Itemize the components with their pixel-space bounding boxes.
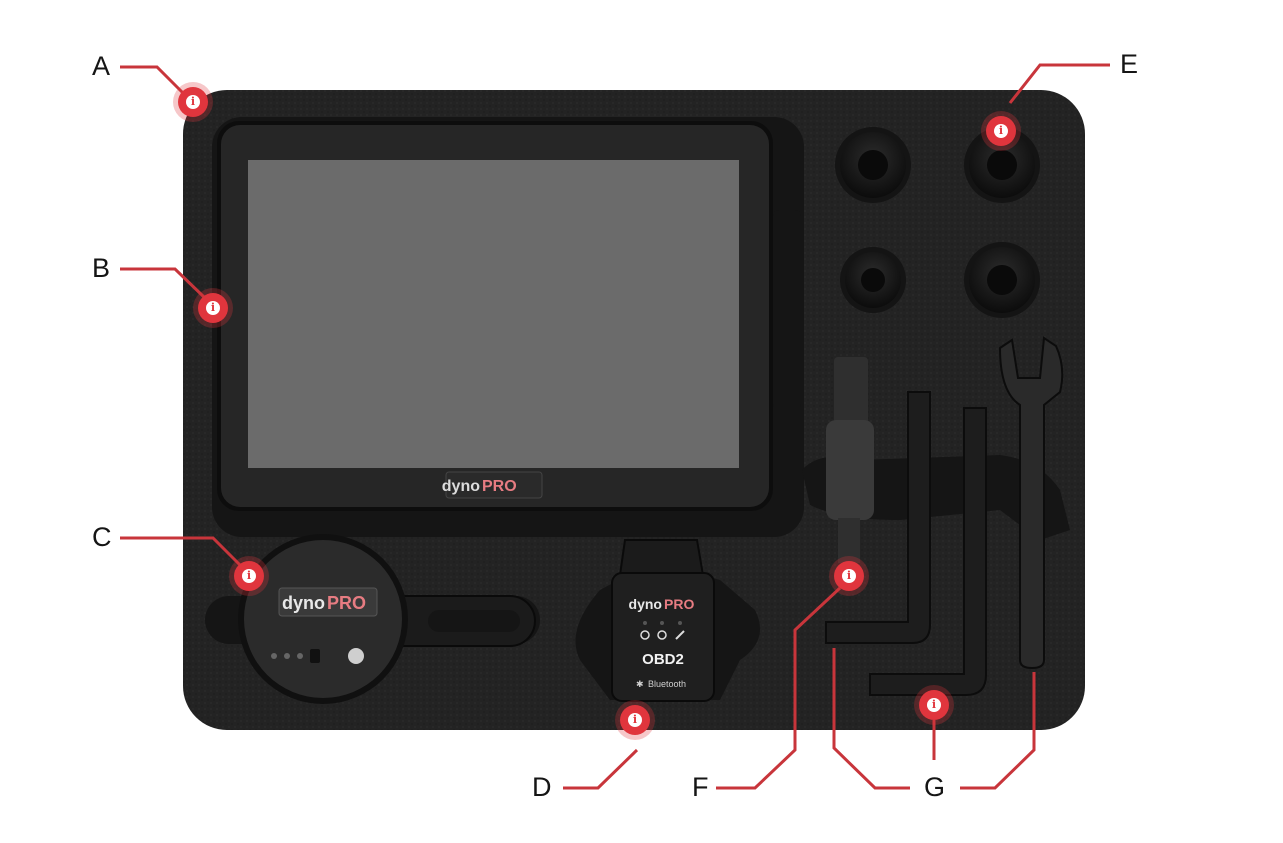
info-icon: i xyxy=(186,95,200,109)
hotspot-f-info-button[interactable]: i xyxy=(834,561,864,591)
hotspot-c-info-button[interactable]: i xyxy=(234,561,264,591)
tablet-brand-dyno: dyno xyxy=(442,478,480,495)
sensor-brand-pro: PRO xyxy=(327,593,366,613)
info-icon: i xyxy=(206,301,220,315)
info-icon: i xyxy=(927,698,941,712)
engine-icon xyxy=(657,630,667,640)
label-b: B xyxy=(92,253,111,283)
info-icon: i xyxy=(842,569,856,583)
label-a: A xyxy=(92,51,111,81)
label-e: E xyxy=(1120,49,1139,79)
obd-bluetooth-label: Bluetooth xyxy=(648,679,686,689)
sensor-module: dyno PRO xyxy=(238,534,536,704)
obd-label: OBD2 xyxy=(642,651,684,668)
hotspot-a-info-button[interactable]: i xyxy=(178,87,208,117)
label-d: D xyxy=(532,772,552,802)
power-icon xyxy=(640,630,650,640)
info-icon: i xyxy=(242,569,256,583)
wrench xyxy=(998,336,1064,670)
hotspot-b-info-button[interactable]: i xyxy=(198,293,228,323)
obd-brand-dyno: dyno xyxy=(629,596,662,612)
lug-sockets xyxy=(835,127,1040,318)
tablet-brand-pro: PRO xyxy=(482,478,517,495)
label-c: C xyxy=(92,522,112,552)
label-g: G xyxy=(924,772,946,802)
info-icon: i xyxy=(994,124,1008,138)
hotspot-d-info-button[interactable]: i xyxy=(620,705,650,735)
tablet: dyno PRO xyxy=(217,121,801,511)
info-icon: i xyxy=(628,713,642,727)
hotspot-g-info-button[interactable]: i xyxy=(919,690,949,720)
obd2-dongle: dyno PRO OBD2 Bluetooth ✱ xyxy=(611,539,715,702)
label-f: F xyxy=(692,772,709,802)
hex-keys xyxy=(825,391,987,696)
obd-brand-pro: PRO xyxy=(664,596,694,612)
leader-lines xyxy=(120,63,1110,790)
hotspot-e-info-button[interactable]: i xyxy=(986,116,1016,146)
tablet-screen xyxy=(248,160,739,468)
sensor-brand-dyno: dyno xyxy=(282,593,325,613)
bluetooth-icon: ✱ xyxy=(636,680,644,690)
extension-bar xyxy=(826,357,874,563)
link-icon xyxy=(675,630,685,640)
